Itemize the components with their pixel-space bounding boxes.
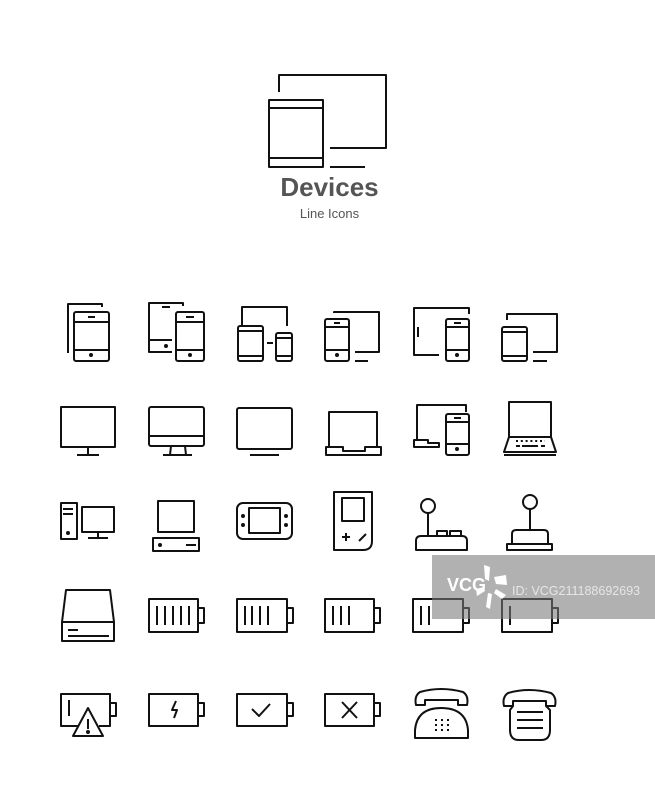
laptop-phone-icon <box>413 404 470 456</box>
multi-device-sync-icon <box>237 306 293 362</box>
phones-pair-icon <box>148 302 205 362</box>
battery-medium-icon <box>324 598 381 633</box>
page-subtitle: Line Icons <box>299 206 360 221</box>
watermark-starburst-icon <box>476 565 507 609</box>
battery-warning-icon <box>60 693 117 737</box>
hard-drive-icon <box>61 589 115 642</box>
monitor-tablet-icon <box>501 313 558 362</box>
desk-phone-icon <box>502 689 557 741</box>
hero-devices-icon <box>268 74 387 168</box>
all-in-one-computer-icon <box>148 406 205 456</box>
tablets-stack-icon <box>67 303 110 362</box>
battery-error-icon <box>324 693 381 727</box>
battery-charging-icon <box>148 693 205 727</box>
monitor-icon <box>60 406 116 456</box>
tv-icon <box>236 407 293 456</box>
retro-computer-icon <box>152 500 200 552</box>
battery-full-icon <box>148 598 205 633</box>
game-boy-icon <box>333 491 373 551</box>
page-title: Devices <box>280 172 379 202</box>
laptop-keyboard-icon <box>503 401 557 456</box>
joystick-icon <box>506 494 553 551</box>
watermark-id: ID: VCG211188692693 <box>512 584 641 598</box>
battery-check-icon <box>236 693 294 727</box>
laptop-icon <box>325 411 382 456</box>
arcade-controller-icon <box>415 498 468 551</box>
monitor-phone-icon <box>324 311 380 362</box>
handheld-console-icon <box>236 502 293 540</box>
rotary-phone-icon <box>414 688 469 739</box>
watermark-band: VCG ID: VCG211188692693 <box>432 555 655 619</box>
battery-high-icon <box>236 598 294 633</box>
desktop-pc-icon <box>60 502 115 540</box>
tablet-phone-icon <box>413 307 470 362</box>
